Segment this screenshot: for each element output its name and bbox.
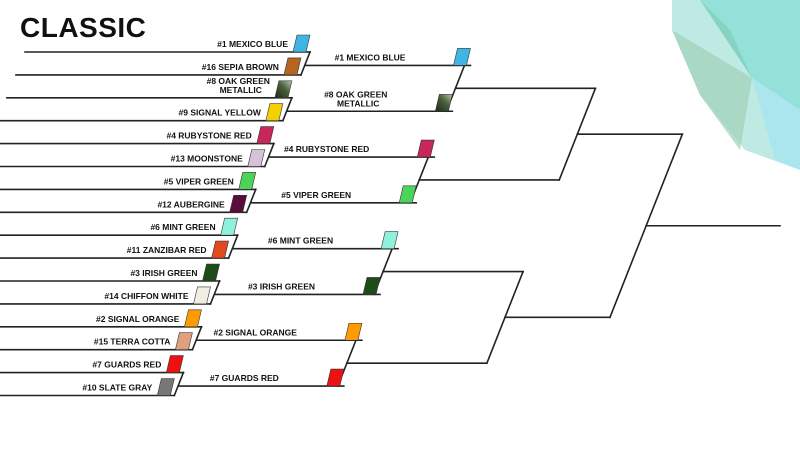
round1-swatch bbox=[265, 103, 284, 121]
round1-connector bbox=[263, 142, 275, 168]
round1-connector bbox=[191, 325, 203, 351]
round1-swatch bbox=[220, 217, 239, 236]
team-label: #1 MEXICO BLUE bbox=[335, 52, 406, 62]
round1-connector bbox=[227, 234, 239, 260]
team-label: #9 SIGNAL YELLOW bbox=[179, 108, 262, 118]
round1-swatch bbox=[175, 332, 193, 351]
team-label: #12 AUBERGINE bbox=[157, 199, 225, 209]
team-labels: #1 MEXICO BLUE #16 SEPIA BROWN #8 OAK GREE… bbox=[82, 39, 405, 393]
round2-swatch bbox=[326, 368, 345, 387]
round1-swatch bbox=[184, 309, 202, 328]
team-label: #6 MINT GREEN bbox=[150, 222, 215, 232]
team-label: #15 TERRA COTTA bbox=[94, 337, 171, 347]
round2-swatch bbox=[362, 277, 381, 295]
team-label: #14 CHIFFON WHITE bbox=[104, 291, 188, 301]
round2-swatch bbox=[416, 139, 435, 158]
round1-swatch bbox=[292, 34, 311, 53]
round1-swatch bbox=[283, 57, 302, 76]
team-label: #5 VIPER GREEN bbox=[281, 190, 351, 200]
round2-swatch bbox=[344, 322, 363, 341]
team-label: #11 ZANZIBAR RED bbox=[127, 245, 207, 255]
round1-connector bbox=[173, 371, 185, 397]
round2-swatch bbox=[453, 48, 471, 66]
round1-swatch bbox=[256, 126, 275, 144]
team-label: #10 SLATE GRAY bbox=[82, 383, 152, 393]
page-title: CLASSIC bbox=[20, 12, 147, 43]
team-label: #7 GUARDS RED bbox=[210, 373, 279, 383]
round1-connector bbox=[281, 96, 293, 122]
team-label: #13 MOONSTONE bbox=[171, 154, 243, 164]
team-label: #4 RUBYSTONE RED bbox=[166, 131, 251, 141]
round2-swatch bbox=[380, 231, 399, 249]
round1-swatch bbox=[247, 149, 266, 167]
round2-swatch bbox=[398, 185, 417, 204]
round1-connector bbox=[209, 279, 221, 305]
round2-swatch bbox=[435, 93, 453, 112]
round1-swatch bbox=[193, 286, 211, 305]
round1-swatch bbox=[229, 195, 248, 213]
team-label: #4 RUBYSTONE RED bbox=[284, 144, 369, 154]
team-label: #2 SIGNAL ORANGE bbox=[213, 327, 297, 337]
bracket-lines bbox=[0, 50, 781, 397]
team-label: #16 SEPIA BROWN bbox=[202, 62, 279, 72]
team-label: #1 MEXICO BLUE bbox=[217, 39, 288, 49]
team-label: #3 IRISH GREEN bbox=[130, 268, 197, 278]
team-label: #6 MINT GREEN bbox=[268, 236, 333, 246]
round1-connector bbox=[245, 188, 257, 214]
round1-connector bbox=[299, 50, 312, 76]
decorative-background-shapes bbox=[672, 0, 800, 170]
team-label: #3 IRISH GREEN bbox=[248, 281, 315, 291]
team-label: #7 GUARDS RED bbox=[92, 360, 161, 370]
round1-swatch bbox=[202, 263, 220, 282]
round1-swatch bbox=[274, 80, 293, 99]
round1-swatch bbox=[211, 240, 229, 259]
team-label: #2 SIGNAL ORANGE bbox=[96, 314, 180, 324]
round1-swatch bbox=[165, 355, 184, 373]
round1-swatch bbox=[238, 172, 257, 190]
round1-swatch bbox=[156, 378, 175, 396]
team-label: #5 VIPER GREEN bbox=[164, 176, 234, 186]
color-swatches bbox=[156, 34, 471, 396]
